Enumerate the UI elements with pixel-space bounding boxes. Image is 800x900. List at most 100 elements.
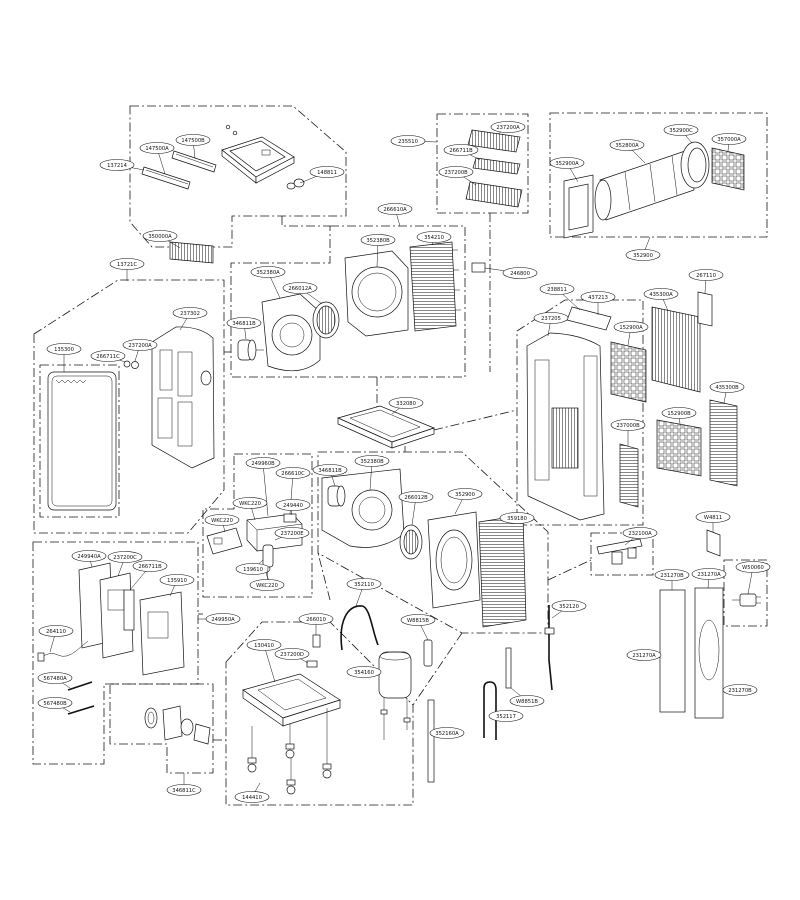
callout-layer: 137214147500A147500B148811350000A2355102… xyxy=(37,121,771,803)
callout-part-number: 237205 xyxy=(541,316,561,322)
callout-bubble xyxy=(490,121,526,133)
fan-motor-part xyxy=(237,339,264,361)
callout-bubble xyxy=(250,266,286,278)
callout-bubble xyxy=(37,672,73,684)
callout-part-number: 249950A xyxy=(211,617,235,623)
callout-bubble xyxy=(354,455,390,467)
callout-part-number: 332080 xyxy=(396,401,416,407)
callout-bubble xyxy=(90,350,126,362)
callout-bubble xyxy=(509,695,545,707)
callout-part-number: W8851B xyxy=(516,699,538,705)
callout-leader-line xyxy=(262,462,269,517)
callout-bubble xyxy=(235,563,271,575)
rear-cabinet-part xyxy=(526,332,605,521)
callout-350000A: 350000A xyxy=(142,230,181,249)
top-grille-part xyxy=(169,241,214,264)
latch-part xyxy=(697,291,713,327)
filter-drier-part xyxy=(423,639,433,667)
callout-266711B: 266711B xyxy=(129,560,168,591)
callout-352900C: 352900C xyxy=(663,124,699,144)
callout-bubble xyxy=(709,381,745,393)
filter-b-part xyxy=(656,419,702,477)
callout-437213: 437213 xyxy=(580,291,616,315)
valve-part xyxy=(312,634,321,648)
top-plate-part xyxy=(566,306,612,331)
top-cover-group-outline xyxy=(129,105,347,248)
window-adapter-part xyxy=(563,174,594,239)
callout-part-number: 266711B xyxy=(449,148,473,154)
callout-bubble xyxy=(205,613,241,625)
callout-bubble xyxy=(172,307,208,319)
callout-bubble xyxy=(109,258,145,270)
callout-bubble xyxy=(132,560,168,572)
callout-part-number: 135910 xyxy=(167,578,187,584)
callout-part-number: W50060 xyxy=(742,565,764,571)
callout-part-number: 352117 xyxy=(496,714,516,720)
callout-bubble xyxy=(274,648,310,660)
callout-part-number: 266610A xyxy=(383,207,407,213)
callout-bubble xyxy=(107,551,143,563)
callout-part-number: 357000A xyxy=(717,137,741,143)
callout-147500B: 147500B xyxy=(175,134,211,159)
callout-bubble xyxy=(275,499,311,511)
callout-W50060: W50060 xyxy=(735,561,771,595)
callout-part-number: 266012B xyxy=(404,495,428,501)
callout-part-number: WKC220 xyxy=(211,518,233,524)
callout-266012B: 266012B xyxy=(398,491,434,526)
callout-bubble xyxy=(71,550,107,562)
evaporator-motor-part xyxy=(327,485,346,507)
callout-264110: 264110 xyxy=(38,625,74,653)
callout-bubble xyxy=(488,710,524,722)
callout-346811C: 346811C xyxy=(166,773,202,796)
fan-shroud-part xyxy=(344,250,409,337)
callout-part-number: 437213 xyxy=(588,295,608,301)
callout-246800: 246800 xyxy=(484,267,538,279)
callout-part-number: 237200B xyxy=(444,170,468,176)
callout-part-number: 249960B xyxy=(251,461,275,467)
callout-part-number: 267110 xyxy=(696,273,716,279)
window-panel-a-part xyxy=(694,587,724,719)
callout-part-number: 231270B xyxy=(728,688,752,694)
parts-layer xyxy=(37,124,761,795)
callout-part-number: 352900 xyxy=(633,253,653,259)
callout-part-number: 139610 xyxy=(243,567,263,573)
callout-137214: 137214 xyxy=(99,159,145,171)
callout-bubble xyxy=(609,139,645,151)
callout-part-number: 266012A xyxy=(288,286,312,292)
callout-part-number: 249440 xyxy=(283,503,303,509)
callout-part-number: 237200D xyxy=(280,652,304,658)
evaporator-coil-part xyxy=(478,514,527,628)
callout-bubble xyxy=(551,600,587,612)
callout-part-number: 231270B xyxy=(660,573,684,579)
callout-part-number: 352900A xyxy=(555,161,579,167)
callout-bubble xyxy=(447,488,483,500)
callout-bubble xyxy=(46,343,82,355)
callout-332080: 332080 xyxy=(388,397,424,415)
callout-bubble xyxy=(688,269,724,281)
callout-139610: 139610 xyxy=(235,559,271,575)
callout-bubble xyxy=(346,666,382,678)
callout-bubble xyxy=(735,561,771,573)
evaporator-fan-part xyxy=(399,524,423,560)
callout-266610A: 266610A xyxy=(377,203,413,227)
callout-231270A: 231270A xyxy=(691,568,727,589)
callout-part-number: 346811B xyxy=(318,468,342,474)
callout-part-number: 238811 xyxy=(547,287,567,293)
capillary-part xyxy=(505,647,512,689)
hose-grille-part xyxy=(711,147,745,191)
callout-bubble xyxy=(122,339,158,351)
handle-bar-a-part xyxy=(141,166,191,190)
suction-pipe-part xyxy=(544,605,555,691)
base-pan-part xyxy=(242,673,341,727)
callout-237200C: 237200C xyxy=(107,551,143,577)
callout-part-number: 249940A xyxy=(77,554,101,560)
callout-237302: 237302 xyxy=(172,307,208,331)
callout-346811B: 346811B xyxy=(312,464,348,487)
power-cord-part xyxy=(37,640,89,662)
callout-part-number: 346811B xyxy=(232,321,256,327)
capacitor-part xyxy=(262,544,274,582)
knob-part xyxy=(286,178,305,190)
callout-435300B: 435300B xyxy=(709,381,745,404)
fan-wheel-part xyxy=(312,301,340,339)
callout-part-number: 148811 xyxy=(317,170,337,176)
